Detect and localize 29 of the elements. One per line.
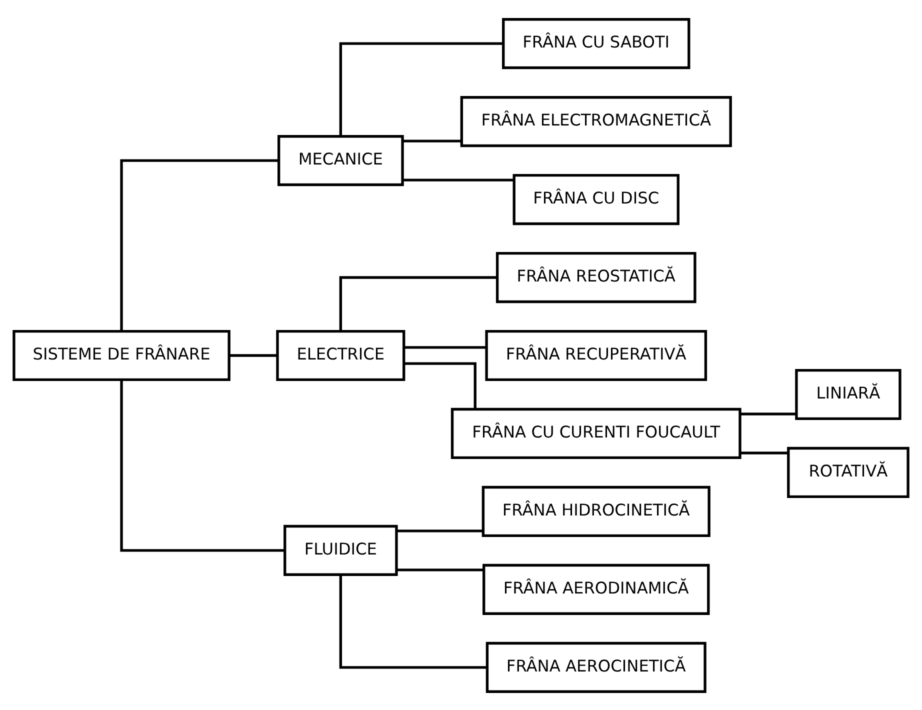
node-box: FRÂNA AEROCINETICĂ [486,641,706,692]
connector [120,379,285,552]
node-box: FRÂNA CU SABOTI [502,18,690,69]
connector [396,529,484,532]
connector [229,354,278,356]
node-box: ELECTRICE [276,329,406,381]
node-box: FRÂNA CU DISC [512,174,680,225]
node-box: FRÂNA REOSTATICĂ [496,251,696,303]
node-box: FRÂNA ELECTROMAGNETICĂ [460,96,732,147]
connector [339,574,488,668]
connector [403,139,462,142]
node-box: MECANICE [277,134,404,186]
node-box: FRÂNA CU CURENTI FOUCAULT [450,407,742,459]
connector [404,346,486,348]
connector [740,451,788,454]
connector [403,178,514,181]
connector [404,362,476,409]
connector [740,412,796,415]
node-box: LINIARĂ [795,368,902,420]
node-box: ROTATIVĂ [787,446,910,498]
connector [396,568,484,571]
node-box: FRÂNA AERODINAMICĂ [482,563,710,614]
node-box: FRÂNA HIDROCINETICĂ [482,485,710,536]
connector [120,158,278,331]
node-box: SISTEME DE FRÂNARE [12,329,230,381]
connector [339,42,504,136]
connector [339,276,497,331]
node-box: FRÂNA RECUPERATIVĂ [485,329,708,381]
node-box: FLUIDICE [284,524,398,576]
